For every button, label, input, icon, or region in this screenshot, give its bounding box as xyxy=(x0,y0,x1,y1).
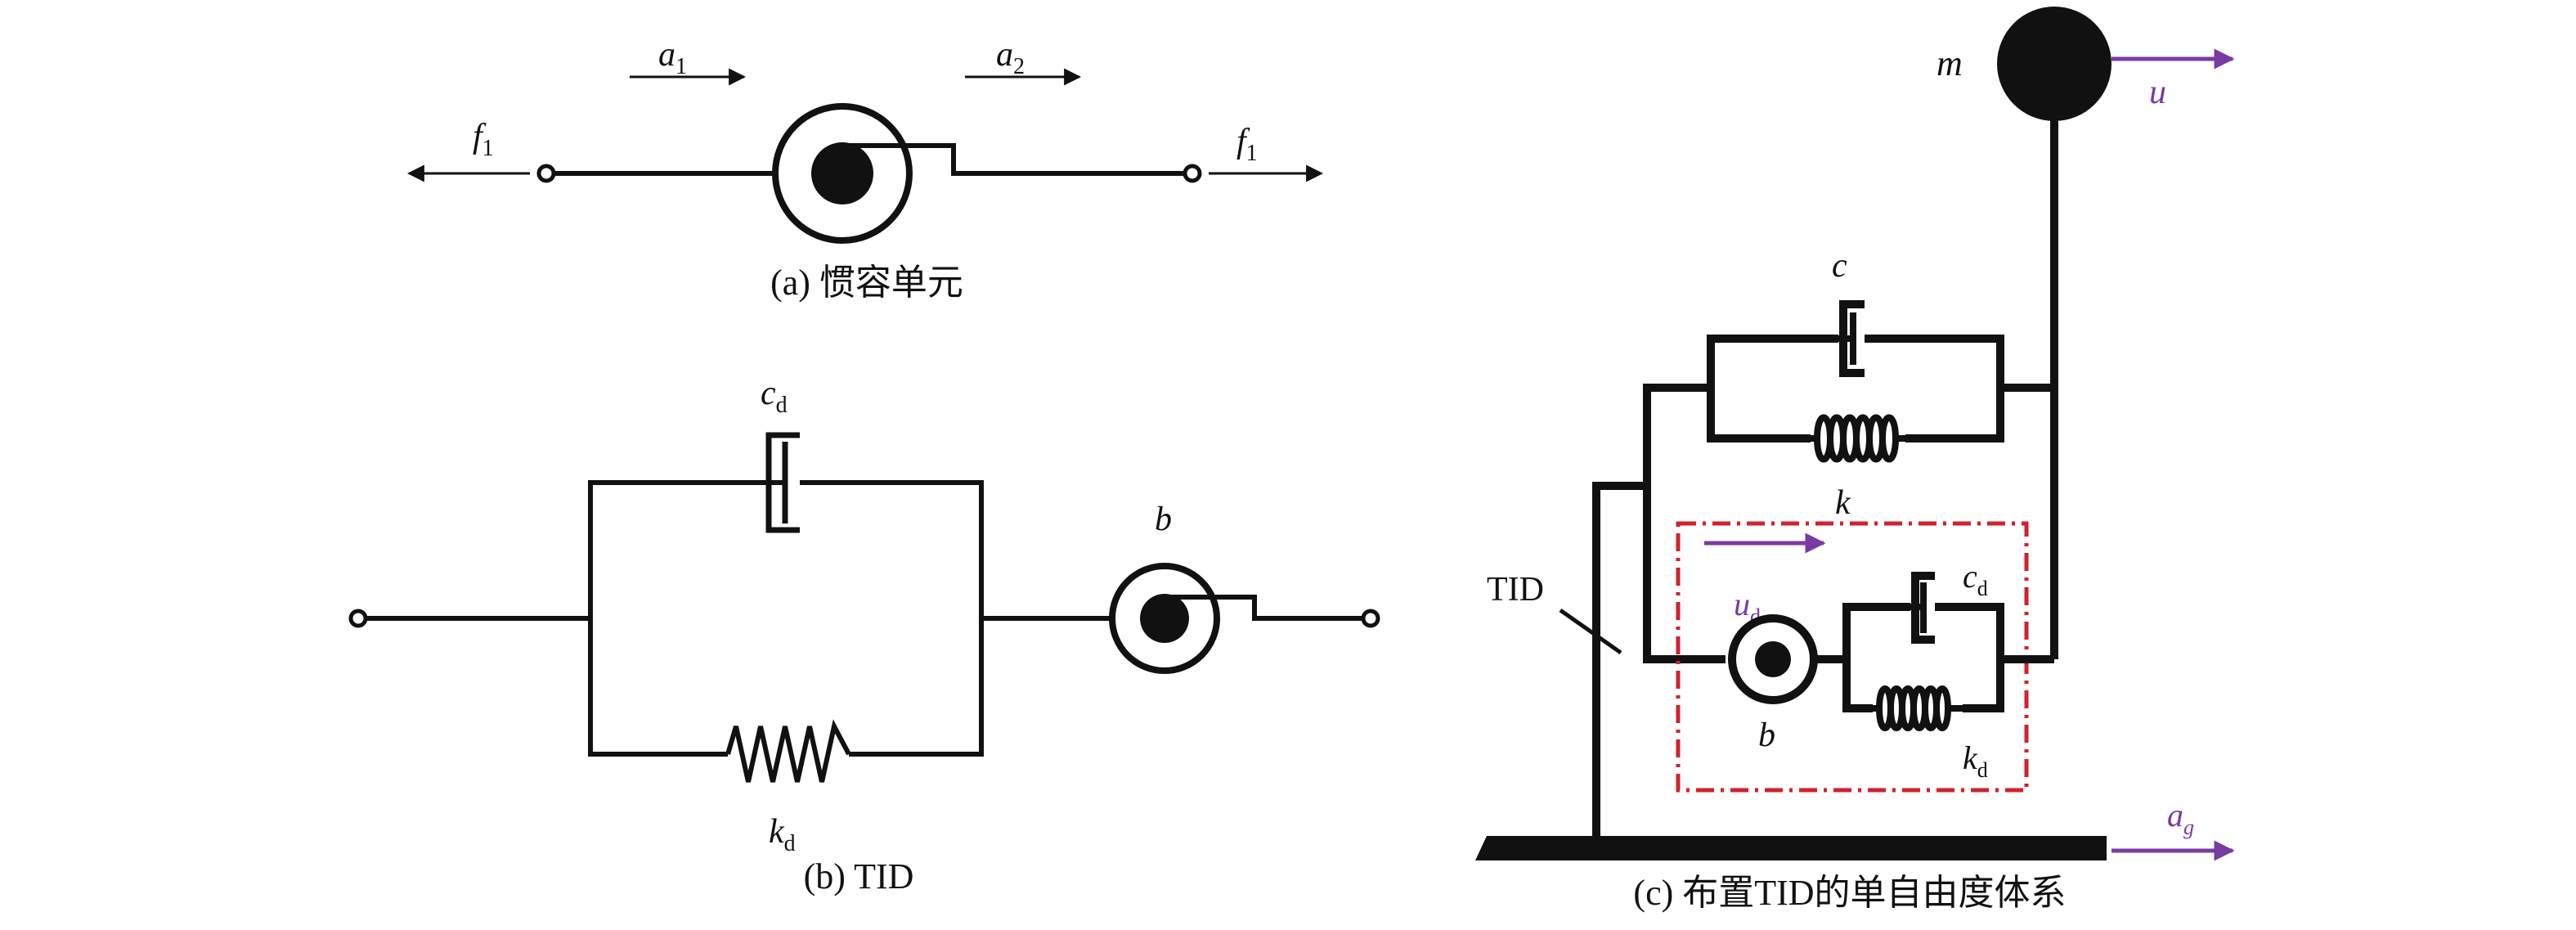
damper-cd xyxy=(756,432,800,533)
kd-label: kd xyxy=(1963,739,1988,782)
tid-leader xyxy=(1559,608,1622,655)
k-label: k xyxy=(1835,484,1851,522)
b-label: b xyxy=(1758,717,1775,754)
tid-inerter-flywheel xyxy=(1755,641,1791,677)
m-label: m xyxy=(1936,43,1963,83)
panel-a-caption: (a) 惯容单元 xyxy=(770,263,963,303)
c-label: c xyxy=(1832,247,1847,285)
mass-m xyxy=(1997,7,2112,121)
cd-label: cd xyxy=(1963,558,1988,600)
terminal-left xyxy=(536,164,556,183)
terminal-right xyxy=(1361,609,1380,628)
a2-label: a2 xyxy=(996,36,1025,79)
terminal-right xyxy=(1183,164,1202,183)
left-support-frame xyxy=(1592,384,1711,836)
panel-b-caption: (b) TID xyxy=(804,856,914,896)
b-label: b xyxy=(1155,501,1172,538)
panel-a-inerter-unit: a1 a2 f1 f1 (a) 惯容单元 xyxy=(406,36,1324,303)
u-label: u xyxy=(2149,74,2166,111)
damper-cd xyxy=(1910,572,1935,644)
panel-b-tid: cd kd b (b) TID xyxy=(348,375,1380,896)
f-left-label: f1 xyxy=(473,118,494,161)
kd-label: kd xyxy=(769,813,796,856)
spring-kd xyxy=(725,719,851,783)
panel-c-sdof-system: m u c k TID ud b xyxy=(1475,7,2235,913)
inerter-flywheel xyxy=(811,142,873,204)
a1-label: a1 xyxy=(658,36,687,79)
inerter-flywheel xyxy=(1140,594,1189,643)
tid-label: TID xyxy=(1487,571,1544,609)
inerter-rod-right xyxy=(842,143,1185,176)
terminal-left xyxy=(348,609,368,628)
cdkd-parallel-frame xyxy=(1842,603,2054,712)
tid-branch xyxy=(1643,486,1726,663)
rod-right xyxy=(1165,595,1362,621)
ground xyxy=(1475,836,2107,860)
cd-label: cd xyxy=(761,375,788,418)
panel-c-caption: (c) 布置TID的单自由度体系 xyxy=(1633,873,2066,913)
f-right-label: f1 xyxy=(1236,123,1258,166)
spring-k xyxy=(1811,414,1905,463)
damper-c xyxy=(1838,300,1865,377)
spring-kd xyxy=(1873,685,1963,731)
ag-label: ag xyxy=(2167,797,2194,839)
